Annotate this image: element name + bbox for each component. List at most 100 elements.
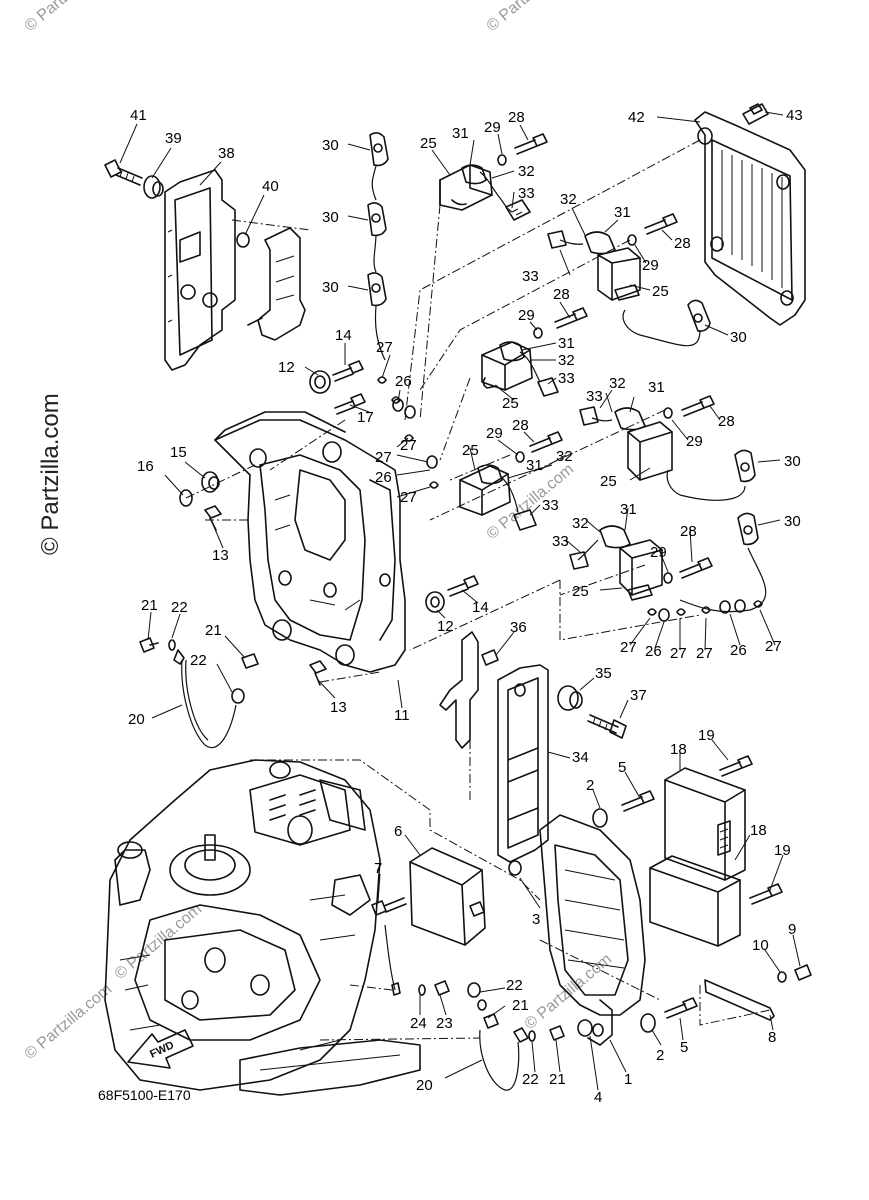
callout-24: 24 (410, 1015, 427, 1032)
callout-42: 42 (628, 109, 645, 126)
part-bracket-11 (214, 411, 406, 673)
callout-2: 2 (656, 1047, 664, 1064)
part-wire-24-23 (384, 924, 450, 996)
callout-43: 43 (786, 107, 803, 124)
callout-20: 20 (416, 1077, 433, 1094)
callout-25: 25 (420, 135, 437, 152)
part-washer-4 (577, 1019, 593, 1037)
callout-7: 7 (374, 860, 382, 877)
part-bolt-41 (104, 159, 143, 186)
part-bolts-14 (332, 360, 479, 597)
callout-labels: 41 39 38 40 30 30 30 25 31 29 28 32 33 4… (128, 107, 803, 1106)
callout-30: 30 (322, 279, 339, 296)
watermark-top-center: © Partzilla.com (484, 0, 578, 35)
callout-11: 11 (394, 707, 410, 724)
part-cdi-unit-18-b (649, 855, 741, 947)
callout-25: 25 (502, 395, 519, 412)
callout-22: 22 (506, 977, 523, 994)
part-plug-cap-30-f (679, 512, 767, 613)
callout-30: 30 (784, 513, 801, 530)
callout-32: 32 (556, 448, 573, 465)
callout-5: 5 (680, 1039, 688, 1056)
callout-4: 4 (594, 1089, 602, 1106)
callout-40: 40 (262, 178, 279, 195)
part-washers-29 (497, 154, 673, 584)
callout-29: 29 (642, 257, 659, 274)
callout-26: 26 (395, 373, 412, 390)
callout-38: 38 (218, 145, 235, 162)
callout-29: 29 (518, 307, 535, 324)
callout-8: 8 (768, 1029, 776, 1046)
callout-21: 21 (512, 997, 529, 1014)
assembly-dashed-lines (185, 139, 771, 1041)
callout-10: 10 (752, 937, 769, 954)
callout-30: 30 (322, 137, 339, 154)
part-ground-wire-20-a (139, 637, 259, 749)
callout-14: 14 (335, 327, 352, 344)
callout-33: 33 (586, 388, 603, 405)
part-rail-8 (704, 964, 812, 1021)
callout-17: 17 (357, 409, 374, 426)
callout-36: 36 (510, 619, 527, 636)
part-bolts-28 (514, 133, 715, 579)
callout-37: 37 (630, 687, 647, 704)
callout-31: 31 (614, 204, 631, 221)
callout-22: 22 (522, 1071, 539, 1088)
callout-6: 6 (394, 823, 402, 840)
part-coil-25-f (569, 525, 663, 601)
callout-31: 31 (648, 379, 665, 396)
callout-21: 21 (205, 622, 222, 639)
callout-18: 18 (670, 741, 687, 758)
part-coil-25-c (481, 341, 559, 397)
callout-30: 30 (784, 453, 801, 470)
callout-25: 25 (462, 442, 479, 459)
callout-33: 33 (558, 370, 575, 387)
watermark-lower-right: © Partzilla.com (522, 951, 616, 1033)
callout-31: 31 (526, 457, 543, 474)
callout-15: 15 (170, 444, 187, 461)
callout-12: 12 (278, 359, 295, 376)
callout-27: 27 (400, 437, 417, 454)
callout-26: 26 (730, 642, 747, 659)
callout-18: 18 (750, 822, 767, 839)
part-plug-cap-30-d (622, 299, 711, 347)
watermark-top-left: © Partzilla.com (22, 0, 116, 35)
part-plug-cap-30-e (666, 449, 756, 501)
part-bracket-1 (539, 814, 646, 1046)
callout-22: 22 (171, 599, 188, 616)
callout-29: 29 (650, 544, 667, 561)
callout-25: 25 (600, 473, 617, 490)
part-grommet-39 (143, 175, 164, 199)
part-bracket-36 (439, 631, 499, 749)
callout-33: 33 (518, 185, 535, 202)
callout-33: 33 (522, 268, 539, 285)
callout-21: 21 (549, 1071, 566, 1088)
callout-33: 33 (552, 533, 569, 550)
part-coil-25-a (439, 164, 531, 221)
callout-39: 39 (165, 130, 182, 147)
part-cdi-unit-18-a (664, 767, 746, 881)
callout-29: 29 (686, 433, 703, 450)
part-grommet-35 (557, 685, 583, 711)
part-plate-40 (247, 227, 306, 341)
callout-19: 19 (774, 842, 791, 859)
part-bolt-43 (742, 103, 769, 125)
callout-27: 27 (620, 639, 637, 656)
callout-28: 28 (512, 417, 529, 434)
part-coil-25-e (459, 464, 537, 531)
fwd-label: FWD (148, 1039, 176, 1060)
part-cdi-6 (409, 847, 486, 946)
callout-1: 1 (624, 1071, 632, 1088)
callout-20: 20 (128, 711, 145, 728)
callout-26: 26 (375, 469, 392, 486)
callout-27: 27 (696, 645, 713, 662)
callout-32: 32 (558, 352, 575, 369)
part-grommet-12 (309, 370, 445, 613)
callout-32: 32 (609, 375, 626, 392)
callout-29: 29 (484, 119, 501, 136)
callout-31: 31 (620, 501, 637, 518)
callout-28: 28 (674, 235, 691, 252)
part-bracket-38 (164, 169, 236, 371)
callout-9: 9 (788, 921, 796, 938)
